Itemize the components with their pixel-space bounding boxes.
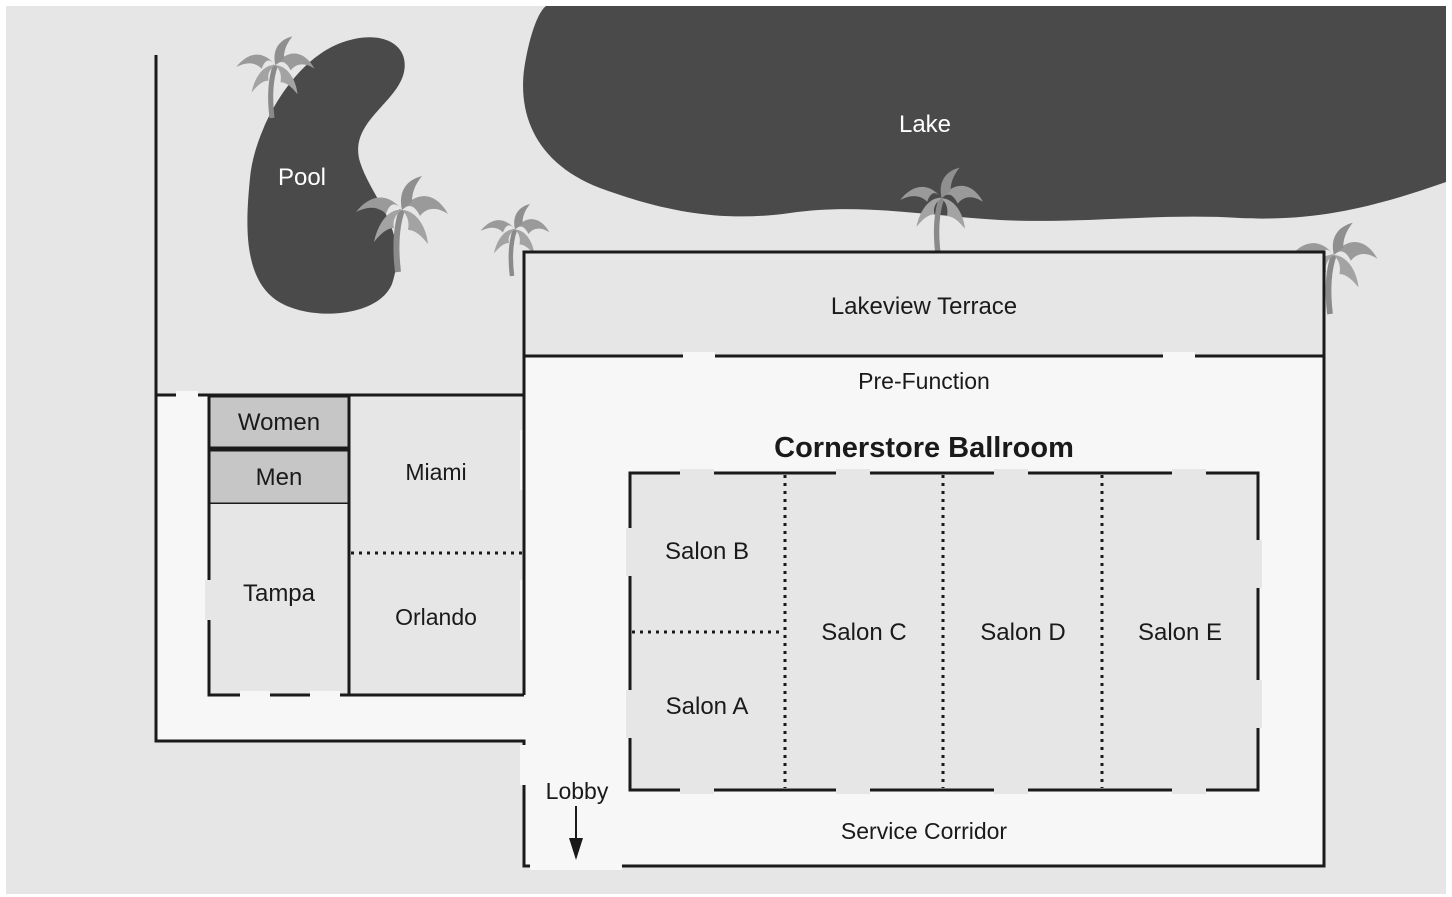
lobby-arrow-head	[569, 838, 583, 860]
miami-orlando-room	[349, 395, 524, 695]
ballroom-wall	[628, 471, 1260, 792]
lakeview-terrace-area	[524, 252, 1324, 356]
service-corridor-label: Service Corridor	[841, 818, 1007, 844]
ballroom-title: Cornerstore Ballroom	[774, 432, 1074, 464]
lobby-label: Lobby	[546, 778, 609, 804]
salon-d-label: Salon D	[980, 619, 1065, 646]
outer-wall	[154, 55, 1326, 868]
pool-label: Pool	[278, 164, 326, 191]
salon-b-label: Salon B	[665, 538, 749, 565]
door	[1163, 352, 1195, 360]
salon-a-label: Salon A	[666, 693, 749, 720]
miami-label: Miami	[405, 459, 466, 485]
door	[205, 580, 213, 620]
salon-e-label: Salon E	[1138, 619, 1222, 646]
men-label: Men	[256, 464, 303, 491]
door	[176, 391, 198, 399]
salon-c-label: Salon C	[821, 619, 906, 646]
pre-function-label: Pre-Function	[858, 368, 990, 394]
women-label: Women	[238, 409, 320, 436]
lakeview-terrace-label: Lakeview Terrace	[831, 293, 1017, 320]
lobby-entrance	[520, 745, 528, 785]
lake	[523, 6, 1446, 221]
door	[310, 691, 340, 699]
ballroom-doors	[626, 469, 1262, 794]
lobby-entrance	[530, 862, 622, 870]
lake-label: Lake	[899, 111, 951, 138]
west-wing-wall	[207, 396, 524, 697]
tampa-room	[209, 504, 349, 695]
tampa-label: Tampa	[243, 580, 316, 607]
pool	[247, 37, 405, 314]
door	[683, 352, 715, 360]
orlando-label: Orlando	[395, 604, 477, 630]
door	[240, 691, 270, 699]
